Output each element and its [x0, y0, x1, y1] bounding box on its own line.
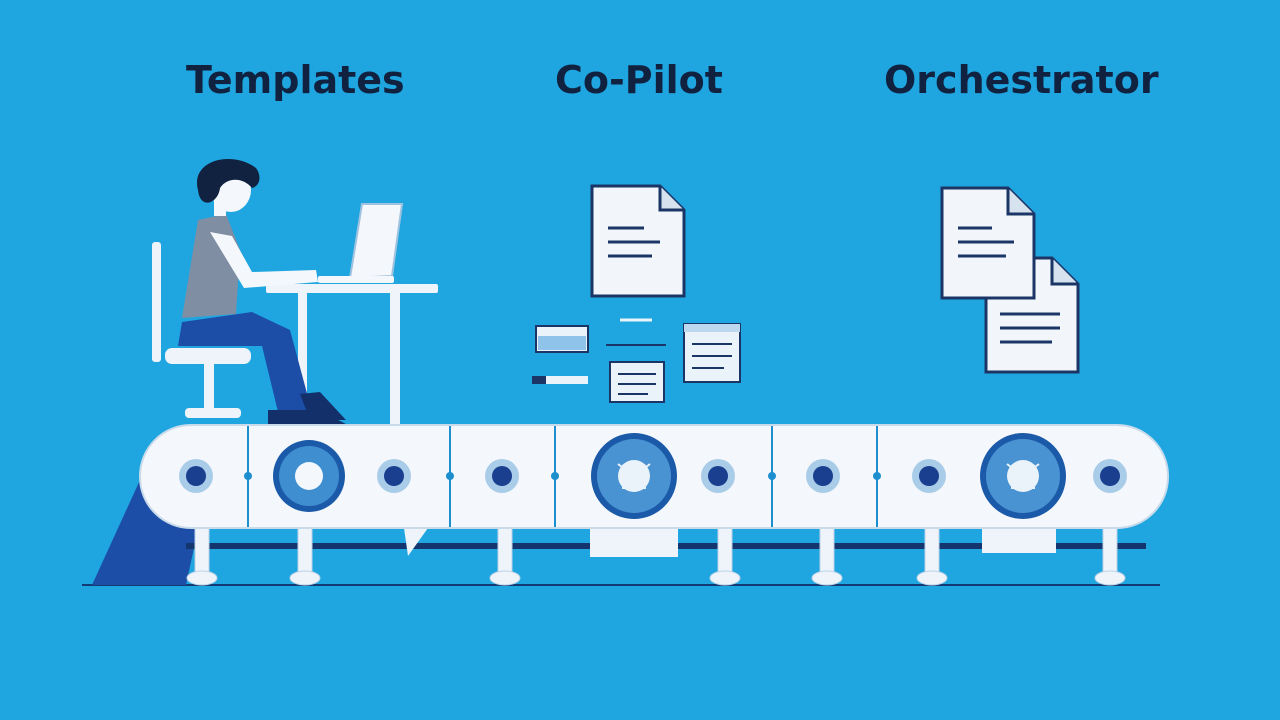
belt-leg: [186, 527, 218, 586]
copilot-blocks: [532, 318, 741, 403]
output-tray: [590, 525, 678, 557]
person-legs: [178, 312, 312, 412]
person-at-laptop: [152, 159, 438, 424]
output-tray: [982, 525, 1056, 553]
block-card: [609, 361, 665, 403]
roller: [377, 459, 411, 493]
roller: [179, 459, 213, 493]
belt-leg: [709, 527, 741, 586]
person-shoe: [268, 410, 346, 424]
person-arm: [210, 232, 318, 288]
belt-leg: [289, 527, 321, 586]
laptop: [318, 203, 404, 283]
belt-leg: [916, 527, 948, 586]
stage-title-templates: Templates: [186, 58, 405, 102]
block-card: [532, 376, 588, 384]
belt-tag: [404, 528, 428, 556]
roller: [912, 459, 946, 493]
large-gear-copilot: [591, 433, 677, 519]
person-shoe: [300, 392, 346, 420]
belt-leg: [811, 527, 843, 586]
roller: [806, 459, 840, 493]
block-card: [683, 323, 741, 383]
large-gear-templates: [273, 440, 345, 512]
belt-legs: [186, 527, 1126, 586]
desk: [266, 284, 438, 424]
belt-divider-dots: [244, 472, 881, 480]
orchestrator-document-back: [940, 186, 1036, 300]
belt-leg: [489, 527, 521, 586]
belt-rollers: [179, 459, 1127, 493]
chair: [152, 242, 251, 418]
belt-leg: [1094, 527, 1126, 586]
orchestrator-document-front: [984, 256, 1080, 374]
roller: [485, 459, 519, 493]
stage-title-copilot: Co-Pilot: [555, 58, 723, 102]
roller: [1093, 459, 1127, 493]
roller: [701, 459, 735, 493]
block-card: [535, 325, 589, 353]
large-gear-orchestrator: [980, 433, 1066, 519]
person-hair: [197, 159, 260, 203]
copilot-document: [590, 184, 686, 298]
stage-title-orchestrator: Orchestrator: [884, 58, 1159, 102]
